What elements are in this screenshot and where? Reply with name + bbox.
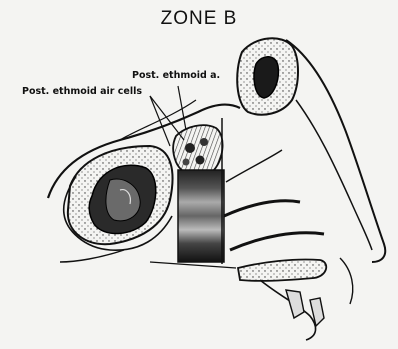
- label-pointer-artery: [178, 86, 186, 130]
- label-pointer-cells-1: [150, 96, 184, 140]
- figure-title: ZONE B: [0, 8, 398, 30]
- septal-section: [178, 170, 224, 262]
- middle-turbinate: [224, 201, 300, 216]
- ethmoid-air-cells: [173, 125, 223, 175]
- nasal-dorsum: [286, 40, 385, 262]
- label-pointer-cells-2: [150, 96, 170, 146]
- upper-lip-region: [260, 280, 316, 340]
- hard-palate: [238, 259, 326, 280]
- inferior-turbinate: [230, 233, 324, 250]
- label-post-ethmoid-artery: Post. ethmoid a.: [132, 70, 220, 81]
- label-post-ethmoid-air-cells: Post. ethmoid air cells: [22, 86, 142, 97]
